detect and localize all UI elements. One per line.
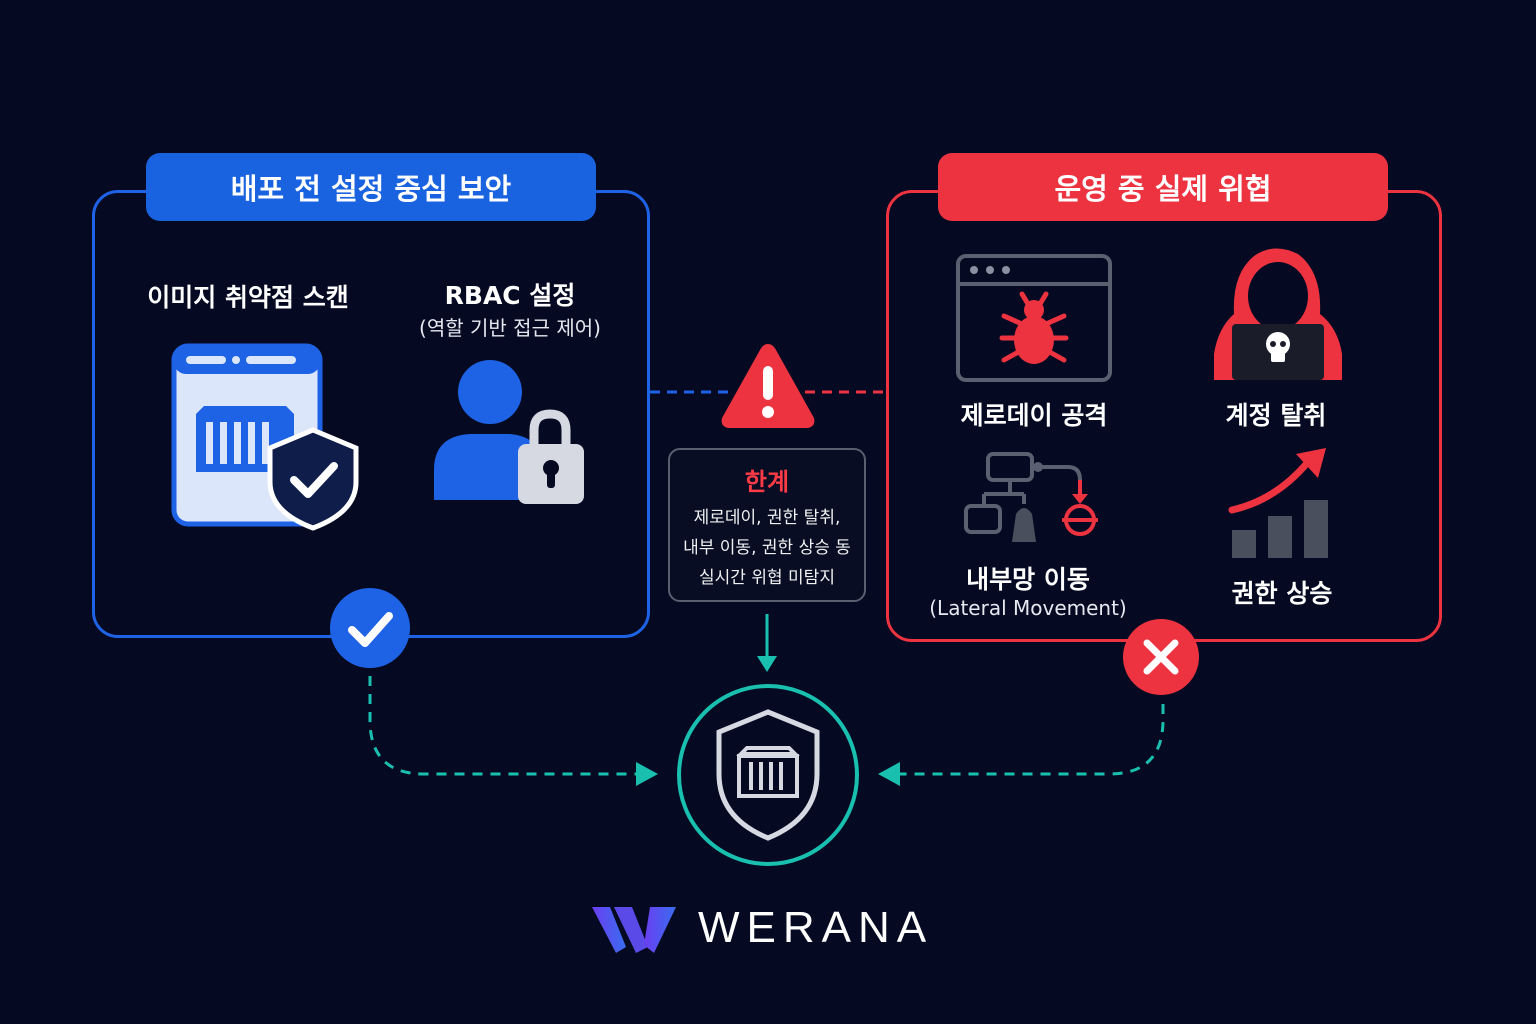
warning-icon — [721, 344, 815, 428]
limitation-title: 한계 — [744, 468, 790, 496]
check-icon — [330, 588, 410, 668]
network-flow-icon — [964, 452, 1098, 542]
chart-arrow-icon — [1228, 448, 1328, 558]
limitation-box: 한계 제로데이, 권한 탈취, 내부 이동, 권한 상승 동 실시간 위협 미탐… — [668, 448, 866, 602]
account-takeover-label: 계정 탈취 — [1225, 401, 1327, 430]
user-lock-icon — [434, 360, 584, 504]
brand-name: WERANA — [698, 903, 934, 952]
lateral-movement-sublabel: (Lateral Movement) — [929, 596, 1127, 620]
rbac-sublabel: (역할 기반 접근 제어) — [419, 316, 601, 340]
runtime-threat-title: 운영 중 실제 위협 — [938, 153, 1388, 221]
rbac-label: RBAC 설정 — [444, 281, 576, 310]
shield-container-icon — [677, 684, 859, 866]
zero-day-label: 제로데이 공격 — [960, 401, 1108, 430]
limitation-line: 실시간 위협 미탐지 — [699, 568, 835, 588]
hacker-icon — [1214, 248, 1342, 380]
limitation-line: 제로데이, 권한 탈취, — [693, 508, 841, 528]
privilege-escalation-label: 권한 상승 — [1231, 579, 1333, 608]
image-scan-label: 이미지 취약점 스캔 — [147, 283, 349, 312]
limitation-line: 내부 이동, 권한 상승 동 — [683, 538, 851, 558]
container-scan-icon — [171, 343, 359, 531]
bug-window-icon — [956, 254, 1112, 382]
werana-logo-icon — [592, 907, 676, 953]
pre-deploy-title: 배포 전 설정 중심 보안 — [146, 153, 596, 221]
close-icon — [1123, 619, 1199, 695]
lateral-movement-label: 내부망 이동 — [966, 565, 1090, 594]
